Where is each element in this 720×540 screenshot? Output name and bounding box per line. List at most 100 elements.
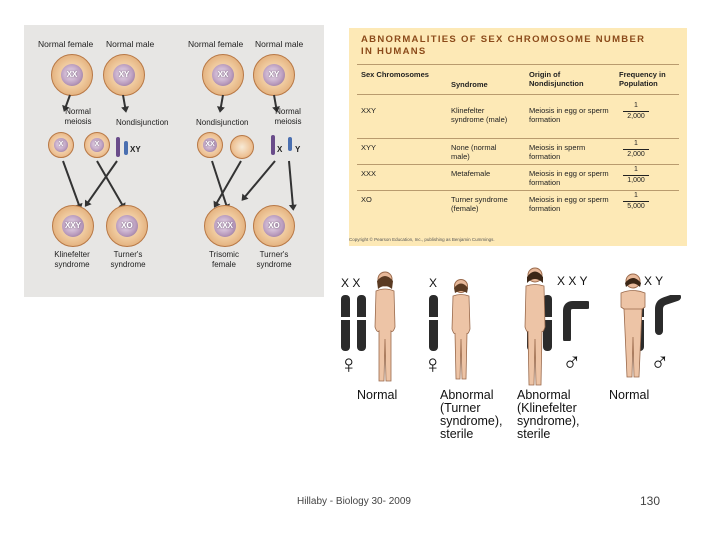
karyotype-label-normal-female: X X xyxy=(341,276,361,290)
row-2-frequency: 1 2,000 xyxy=(620,140,652,159)
y-chromosome-icon xyxy=(563,301,589,341)
gamete-empty xyxy=(230,135,254,159)
row-3-syndrome: Metafemale xyxy=(451,169,491,178)
label-line: syndrome), xyxy=(440,414,503,428)
arrow xyxy=(219,94,224,109)
denominator: 5,000 xyxy=(627,203,645,210)
header-normal-female-right: Normal female xyxy=(188,39,244,49)
label-nondisjunction-left: Nondisjunction xyxy=(116,118,169,127)
label-line: sterile xyxy=(440,427,474,441)
row-4-syndrome: Turner syndrome (female) xyxy=(451,195,508,213)
parent-cell-male-right: XY xyxy=(253,54,295,96)
karyotype-label-klinefelter: X X Y xyxy=(557,274,588,288)
header-frequency: Frequency in Population xyxy=(619,70,666,88)
normal-male-figure-icon xyxy=(620,273,646,378)
y-chromosome-icon xyxy=(655,295,681,335)
header-normal-male-left: Normal male xyxy=(106,39,155,49)
table-title: ABNORMALITIES OF SEX CHROMOSOME NUMBER I… xyxy=(361,34,645,58)
x-chromosome-icon xyxy=(542,295,553,351)
denominator: 2,000 xyxy=(627,151,645,158)
numerator: 1 xyxy=(634,192,638,199)
label-line: (Klinefelter xyxy=(517,401,577,415)
gamete-x-label: X xyxy=(277,145,283,154)
label-klinefelter: Abnormal (Klinefelter syndrome), sterile xyxy=(517,389,580,441)
normal-female-figure-icon xyxy=(374,271,396,382)
chromosome-icon xyxy=(124,141,128,155)
x-chromosome-icon xyxy=(356,295,367,351)
gamete-xy-label: XY xyxy=(130,145,141,154)
chromosome-icon xyxy=(116,137,120,157)
label-normal-meiosis-left: Normal meiosis xyxy=(58,107,98,127)
numerator: 1 xyxy=(634,102,638,109)
row-4-frequency: 1 5,000 xyxy=(620,192,652,211)
table-title-line-1: ABNORMALITIES OF SEX CHROMOSOME NUMBER xyxy=(361,34,646,45)
numerator: 1 xyxy=(634,140,638,147)
row-2-syndrome: None (normal male) xyxy=(451,143,497,161)
label-nondisjunction-right: Nondisjunction xyxy=(196,118,249,127)
header-origin: Origin of Nondisjunction xyxy=(529,70,584,88)
female-symbol-icon: ♀ xyxy=(423,349,443,379)
page-number: 130 xyxy=(640,494,661,508)
nucleus: XX xyxy=(203,138,217,152)
divider xyxy=(357,94,679,95)
header-normal-female-left: Normal female xyxy=(38,39,94,49)
divider xyxy=(357,138,679,139)
label-turner: Abnormal (Turner syndrome), sterile xyxy=(440,389,503,441)
female-symbol-icon: ♀ xyxy=(339,349,359,379)
row-2-origin: Meiosis in sperm formation xyxy=(529,143,586,161)
offspring-cell-xxx: XXX xyxy=(204,205,246,247)
label-line: Abnormal xyxy=(517,388,571,402)
nucleus: XY xyxy=(113,64,135,86)
arrow xyxy=(62,160,81,207)
parent-cell-male-left: XY xyxy=(103,54,145,96)
table-title-line-2: IN HUMANS xyxy=(361,46,427,57)
nucleus: X xyxy=(54,138,68,152)
copyright-notice: Copyright © Pearson Education, Inc., pub… xyxy=(349,237,495,242)
gamete-xx: XX xyxy=(197,132,223,158)
nucleus: X xyxy=(90,138,104,152)
gamete-x-1: X xyxy=(48,132,74,158)
parent-cell-female-right: XX xyxy=(202,54,244,96)
row-1-origin: Meiosis in egg or sperm formation xyxy=(529,106,609,124)
header-syndrome: Syndrome xyxy=(451,80,488,89)
karyotype-label-normal-male: X Y xyxy=(644,274,664,288)
denominator: 2,000 xyxy=(627,113,645,120)
outcome-turner-left: Turner's syndrome xyxy=(110,250,146,269)
outcome-trisomic-female: Trisomic female xyxy=(209,250,239,269)
row-2-sex: XYY xyxy=(361,143,377,152)
parent-cell-female-left: XX xyxy=(51,54,93,96)
gamete-x-2: X xyxy=(84,132,110,158)
row-3-origin: Meiosis in egg or sperm formation xyxy=(529,169,609,187)
outcome-turner-right: Turner's syndrome xyxy=(256,250,292,269)
turner-female-figure-icon xyxy=(451,279,471,380)
label-normal-female: Normal xyxy=(357,389,397,402)
label-text: Normal meiosis xyxy=(64,107,92,126)
outcome-klinefelter: Klinefelter syndrome xyxy=(54,250,90,269)
label-line: sterile xyxy=(517,427,551,441)
nucleus: XXX xyxy=(214,215,236,237)
male-symbol-icon: ♂ xyxy=(562,347,582,377)
label-line: syndrome), xyxy=(517,414,580,428)
row-1-syndrome: Klinefelter syndrome (male) xyxy=(451,106,508,124)
label-line: Normal xyxy=(357,388,398,402)
offspring-cell-xo-left: XO xyxy=(106,205,148,247)
x-chromosome-icon xyxy=(428,295,439,351)
nucleus: XXY xyxy=(62,215,84,237)
row-1-frequency: 1 2,000 xyxy=(620,102,652,121)
arrow xyxy=(122,94,127,109)
numerator: 1 xyxy=(634,166,638,173)
header-normal-male-right: Normal male xyxy=(255,39,304,49)
male-symbol-icon: ♂ xyxy=(650,347,670,377)
nucleus: XY xyxy=(263,64,285,86)
label-line: Normal xyxy=(609,388,650,402)
footer-credit: Hillaby - Biology 30- 2009 xyxy=(297,496,411,507)
label-normal-meiosis-right: Normal meiosis xyxy=(268,107,308,127)
row-1-sex: XXY xyxy=(361,106,377,115)
chromosome-icon xyxy=(271,135,275,155)
denominator: 1,000 xyxy=(627,177,645,184)
nucleus: XO xyxy=(263,215,285,237)
chromosome-icon xyxy=(288,137,292,151)
x-chromosome-icon xyxy=(340,295,351,351)
divider xyxy=(357,64,679,65)
gamete-y-label: Y xyxy=(295,145,301,154)
